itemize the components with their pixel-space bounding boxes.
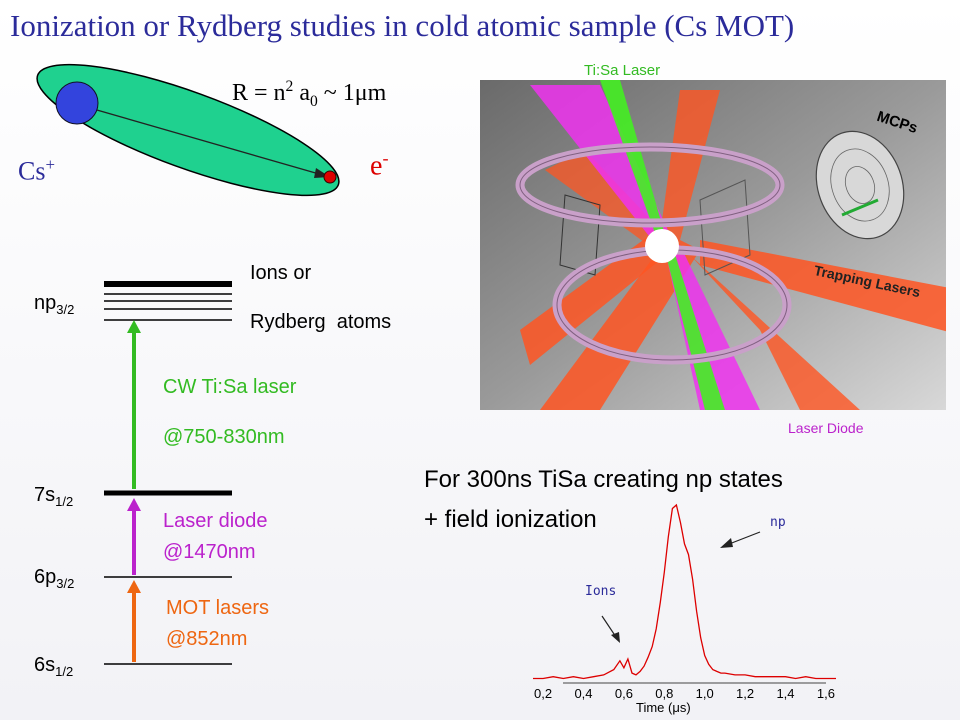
chart-xlabel: Time (μs): [636, 700, 691, 715]
trapping-lasers-label: Trapping Lasers: [812, 262, 922, 301]
level-label-np: np3/2: [34, 292, 75, 317]
np-pointer-arrowhead: [720, 538, 733, 548]
mot-note-line2: @852nm: [166, 628, 248, 650]
grid-electrode: [559, 194, 601, 276]
x-tick-label: 1,2: [736, 686, 754, 701]
mcp-detector: [815, 130, 905, 240]
ions-peak-label: Ions: [585, 584, 617, 599]
trapping-beam: [540, 235, 700, 410]
lower-coil-ring: [552, 245, 792, 365]
laser-diode-label: Laser Diode: [788, 420, 864, 436]
tisa-beam: [664, 245, 725, 410]
x-tick-label: 0,2: [534, 686, 552, 701]
electron-dot: [323, 170, 337, 184]
grid-electrode: [699, 179, 751, 276]
radius-arrowhead: [314, 168, 330, 178]
trapping-beam: [660, 90, 720, 240]
mcps-label: MCPs: [874, 108, 920, 138]
ions-pointer-arrowhead: [611, 632, 620, 643]
diode-note-line1: Laser diode: [163, 510, 268, 532]
x-tick-label: 1,4: [776, 686, 794, 701]
setup-background: [480, 80, 946, 410]
ions-note-line2: Rydberg atoms: [250, 311, 392, 333]
laser-diode-beam: [530, 85, 675, 250]
mcp-detector-ring: [844, 166, 876, 204]
cold-atom-cloud: [645, 229, 679, 263]
mcp-detector-ring: [830, 148, 890, 222]
tisa-beam: [600, 80, 668, 247]
lower-coil-ring-edge: [556, 249, 788, 361]
electron-label: e-: [370, 148, 389, 182]
upper-coil-ring-edge: [519, 146, 781, 224]
tisa-note-line1: CW Ti:Sa laser: [163, 376, 297, 398]
cs-ion-label: Cs+: [18, 155, 55, 186]
np-pointer-arrow: [723, 531, 761, 547]
diode-arrowhead: [127, 498, 141, 511]
x-tick-label: 1,0: [696, 686, 714, 701]
trapping-beam: [545, 150, 670, 250]
level-label-6p: 6p3/2: [34, 566, 75, 591]
page-title: Ionization or Rydberg studies in cold at…: [10, 8, 795, 43]
radius-formula: R = n2 a0 ~ 1μm: [232, 78, 387, 110]
mot-note-line1: MOT lasers: [166, 597, 269, 619]
tisa-arrowhead: [127, 320, 141, 333]
np-peak-label: np: [770, 515, 786, 530]
x-tick-label: 1,6: [817, 686, 835, 701]
level-label-7s: 7s1/2: [34, 484, 74, 509]
level-label-6s: 6s1/2: [34, 654, 74, 679]
cs-nucleus: [55, 81, 99, 125]
x-tick-label: 0,8: [655, 686, 673, 701]
diode-note-line2: @1470nm: [163, 541, 256, 563]
ions-pointer-arrow: [601, 615, 619, 641]
ions-note-line1: Ions or: [250, 262, 312, 284]
signal-caption-line2: + field ionization: [424, 506, 597, 533]
tisa-note-line2: @750-830nm: [163, 426, 285, 448]
upper-coil-ring: [515, 142, 785, 228]
tisa-laser-label: Ti:Sa Laser: [584, 62, 661, 79]
mot-arrowhead: [127, 580, 141, 593]
ion-trajectory-arrow: [841, 198, 879, 217]
radius-arrow: [75, 103, 327, 177]
laser-diode-beam: [665, 245, 760, 410]
rydberg-orbit-ellipse: [36, 63, 340, 197]
x-tick-label: 0,6: [615, 686, 633, 701]
signal-caption-line1: For 300ns TiSa creating np states: [424, 466, 783, 493]
x-tick-label: 0,4: [574, 686, 592, 701]
trapping-beam: [520, 235, 660, 365]
